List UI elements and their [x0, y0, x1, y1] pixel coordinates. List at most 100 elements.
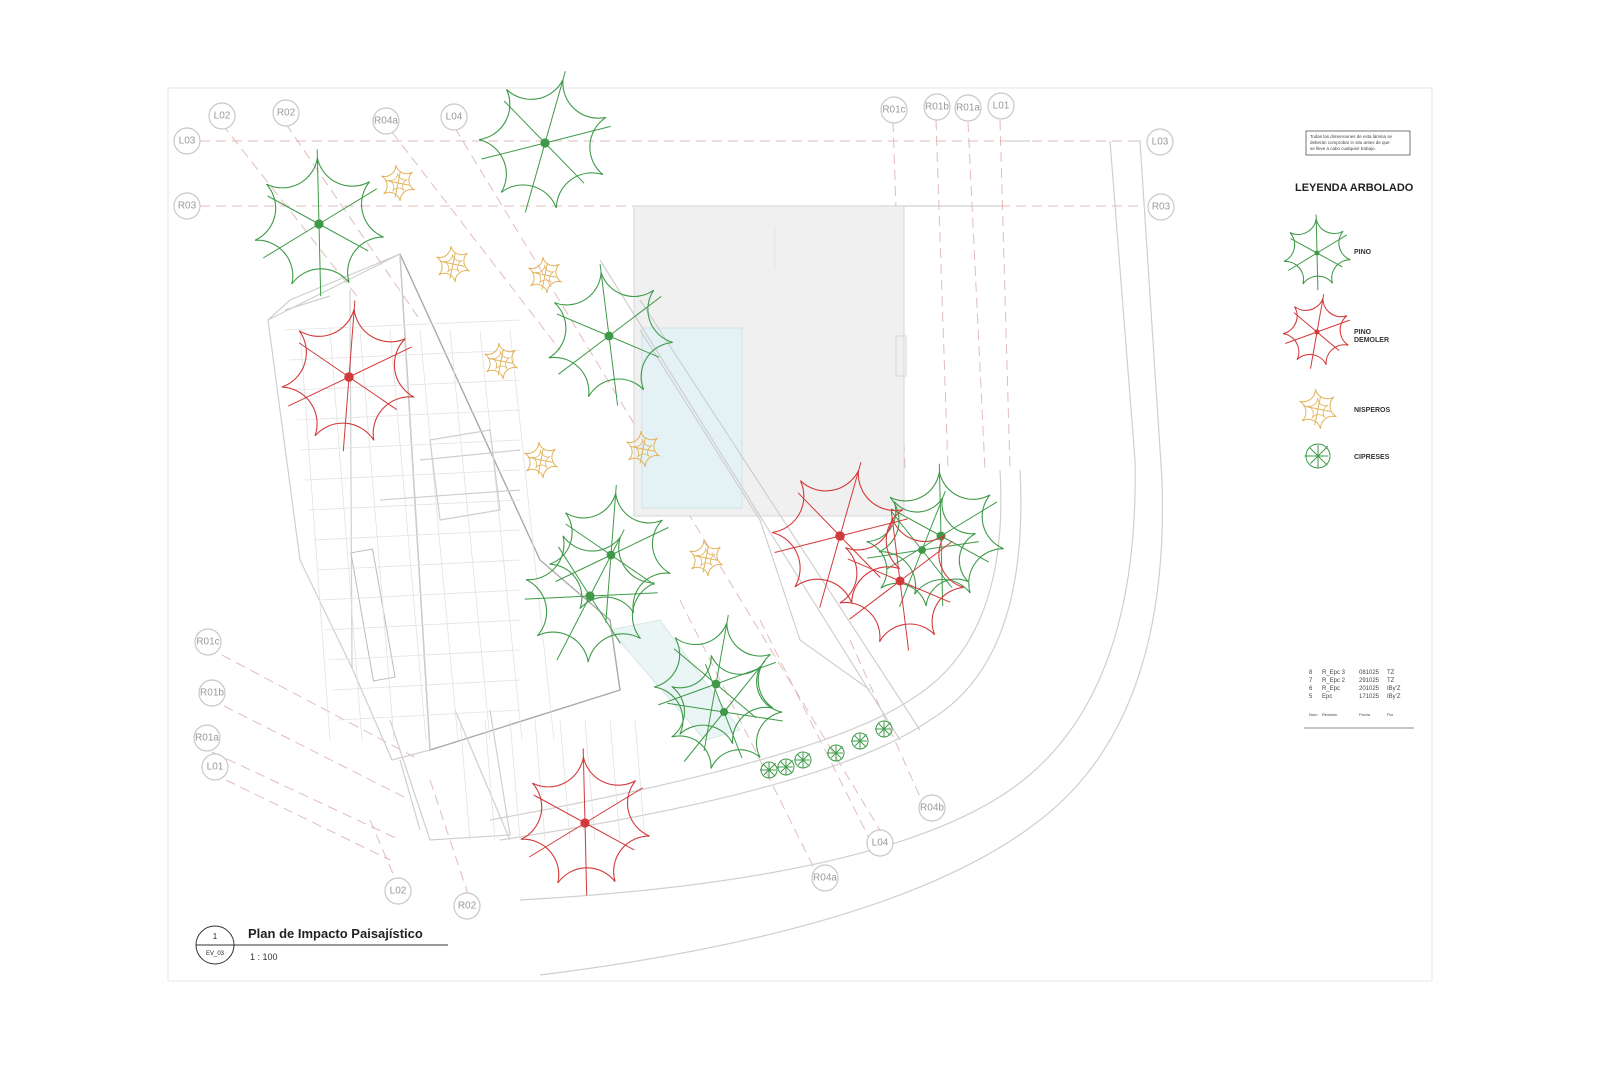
grid-bubble-l03: L03 [173, 127, 201, 155]
grid-bubble-l04: L04 [440, 103, 468, 131]
svg-text:L02: L02 [214, 111, 231, 122]
revision-cell: 6 [1309, 686, 1313, 692]
legend-label-pino: PINO [1354, 249, 1372, 256]
loquat-tree-icon [381, 164, 415, 202]
cypress-tree-icon [851, 732, 869, 750]
revision-cell: 201025 [1359, 686, 1380, 692]
svg-text:R01b: R01b [925, 102, 949, 113]
cypress-tree-icon [777, 758, 795, 776]
pine-tree-icon [524, 529, 658, 663]
pine-tree-icon [254, 149, 384, 297]
pine-tree-icon [478, 71, 611, 213]
loquat-tree-icon [689, 539, 723, 577]
revision-cell: IBy'Z [1387, 686, 1401, 692]
note-line-3: se lleve a cabo cualquier trabajo. [1310, 146, 1376, 151]
site-plan [267, 140, 1164, 976]
pine-tree-icon [548, 264, 673, 406]
svg-text:R02: R02 [277, 108, 296, 119]
note-line-2: deberán comprobar in situ antes de que [1310, 140, 1390, 145]
grid-bubble-r04b: R04b [918, 794, 946, 822]
revision-cell: 171025 [1359, 694, 1380, 700]
svg-text:L03: L03 [1152, 137, 1169, 148]
grid-bubble-l04: L04 [866, 829, 894, 857]
legend-pine-demolish-icon [1282, 294, 1350, 369]
revision-cell: R_Epc 3 [1322, 670, 1346, 676]
svg-text:R03: R03 [178, 201, 197, 212]
pine-demolish-icon [771, 461, 908, 608]
cypress-tree-icon [875, 720, 893, 738]
revision-cell: Epc [1322, 694, 1332, 700]
sheet-ref: EV_03 [206, 951, 225, 957]
revision-cell: TZ [1387, 670, 1395, 676]
grid-lines [200, 119, 1140, 901]
loquat-tree-icon [626, 430, 660, 468]
grid-bubble-l02: L02 [384, 877, 412, 905]
grid-bubble-r02: R02 [272, 99, 300, 127]
legend-label-pino-demoler-2: DEMOLER [1354, 337, 1389, 344]
legend-label-pino-demoler-1: PINO [1354, 329, 1372, 336]
legend-label-cipreses: CIPRESES [1354, 454, 1390, 461]
revision-header: Por [1387, 712, 1394, 717]
revision-cell: R_Epc [1322, 686, 1340, 692]
svg-text:L04: L04 [446, 112, 463, 123]
revision-cell: 8 [1309, 670, 1313, 676]
grid-bubble-r01b: R01b [198, 679, 226, 707]
revision-cell: R_Epc 2 [1322, 678, 1346, 684]
svg-text:L03: L03 [179, 136, 196, 147]
svg-text:R01c: R01c [196, 637, 219, 648]
note-line-1: Todas las dimensiones de esta lámina se [1310, 134, 1393, 139]
svg-text:R01a: R01a [956, 103, 980, 114]
grid-bubble-r04a: R04a [372, 107, 400, 135]
legend-loquat-icon [1299, 389, 1337, 429]
pine-demolish-icon [281, 300, 415, 452]
grid-bubble-r03: R03 [1147, 193, 1175, 221]
revision-cell: 5 [1309, 694, 1313, 700]
svg-text:R02: R02 [458, 901, 477, 912]
grid-bubble-r01c: R01c [194, 628, 222, 656]
svg-text:L04: L04 [872, 838, 889, 849]
grid-bubble-r01c: R01c [880, 96, 908, 124]
revision-header: Núm [1309, 712, 1318, 717]
grid-bubble-r04a: R04a [811, 864, 839, 892]
pine-demolish-icon [839, 509, 964, 651]
svg-text:R01b: R01b [200, 688, 224, 699]
revision-cell: 7 [1309, 678, 1313, 684]
pine-tree-icon [667, 655, 783, 769]
grid-bubble-l01: L01 [987, 92, 1015, 120]
pool [641, 327, 743, 509]
title-block: 1 EV_03 Plan de Impacto Paisajístico 1 :… [195, 925, 448, 965]
pine-tree-icon [866, 491, 979, 608]
view-number: 1 [213, 932, 218, 941]
legend-cypress-icon [1304, 443, 1331, 469]
tree-legend: LEYENDA ARBOLADO PINO PINO DEMOLER NISPE… [1282, 182, 1414, 469]
revision-cell: 081025 [1359, 670, 1380, 676]
revision-header: Fecha [1359, 712, 1371, 717]
legend-pine-icon [1283, 214, 1351, 291]
grid-bubble-r02: R02 [453, 892, 481, 920]
svg-text:L01: L01 [993, 101, 1010, 112]
revision-header: Revisión [1322, 712, 1337, 717]
cypress-tree-icon [760, 761, 778, 779]
legend-title: LEYENDA ARBOLADO [1295, 182, 1414, 194]
svg-text:R04a: R04a [813, 873, 837, 884]
cypress-tree-icon [827, 744, 845, 762]
grid-bubble-l02: L02 [208, 102, 236, 130]
svg-text:R01c: R01c [882, 105, 905, 116]
loquat-tree-icon [436, 245, 470, 283]
tree-layer [254, 71, 1004, 896]
loquat-tree-icon [528, 256, 562, 294]
cypress-tree-icon [794, 751, 812, 769]
pine-tree-icon [653, 614, 776, 751]
svg-text:R04a: R04a [374, 116, 398, 127]
svg-text:L02: L02 [390, 886, 407, 897]
revision-cell: TZ [1387, 678, 1395, 684]
grid-bubble-r01a: R01a [954, 94, 982, 122]
grid-bubble-l03: L03 [1146, 128, 1174, 156]
loquat-tree-icon [524, 441, 558, 479]
svg-text:L01: L01 [207, 762, 224, 773]
view-scale: 1 : 100 [250, 952, 278, 962]
grid-bubble-r03: R03 [173, 192, 201, 220]
